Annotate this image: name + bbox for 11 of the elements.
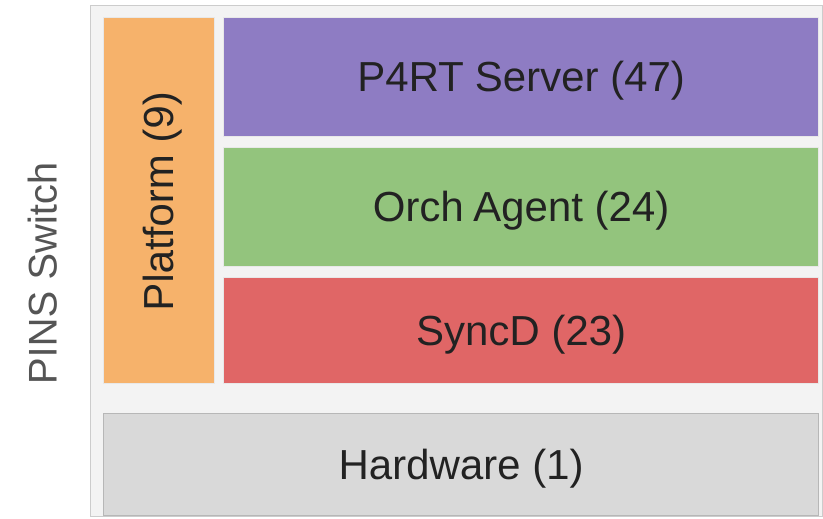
layer-label: P4RT Server (47)	[357, 53, 685, 101]
layer-label: Hardware (1)	[338, 440, 584, 488]
layer-box	[223, 277, 819, 384]
vertical-layer-box	[103, 17, 215, 384]
layer-box	[223, 17, 819, 137]
group-title: PINS Switch	[22, 162, 66, 384]
layer-label: SyncD (23)	[416, 306, 626, 354]
layer-label: Orch Agent (24)	[372, 183, 670, 231]
layer-box	[223, 147, 819, 267]
layer-box	[103, 413, 819, 516]
layer-label: Platform (9)	[135, 90, 183, 310]
